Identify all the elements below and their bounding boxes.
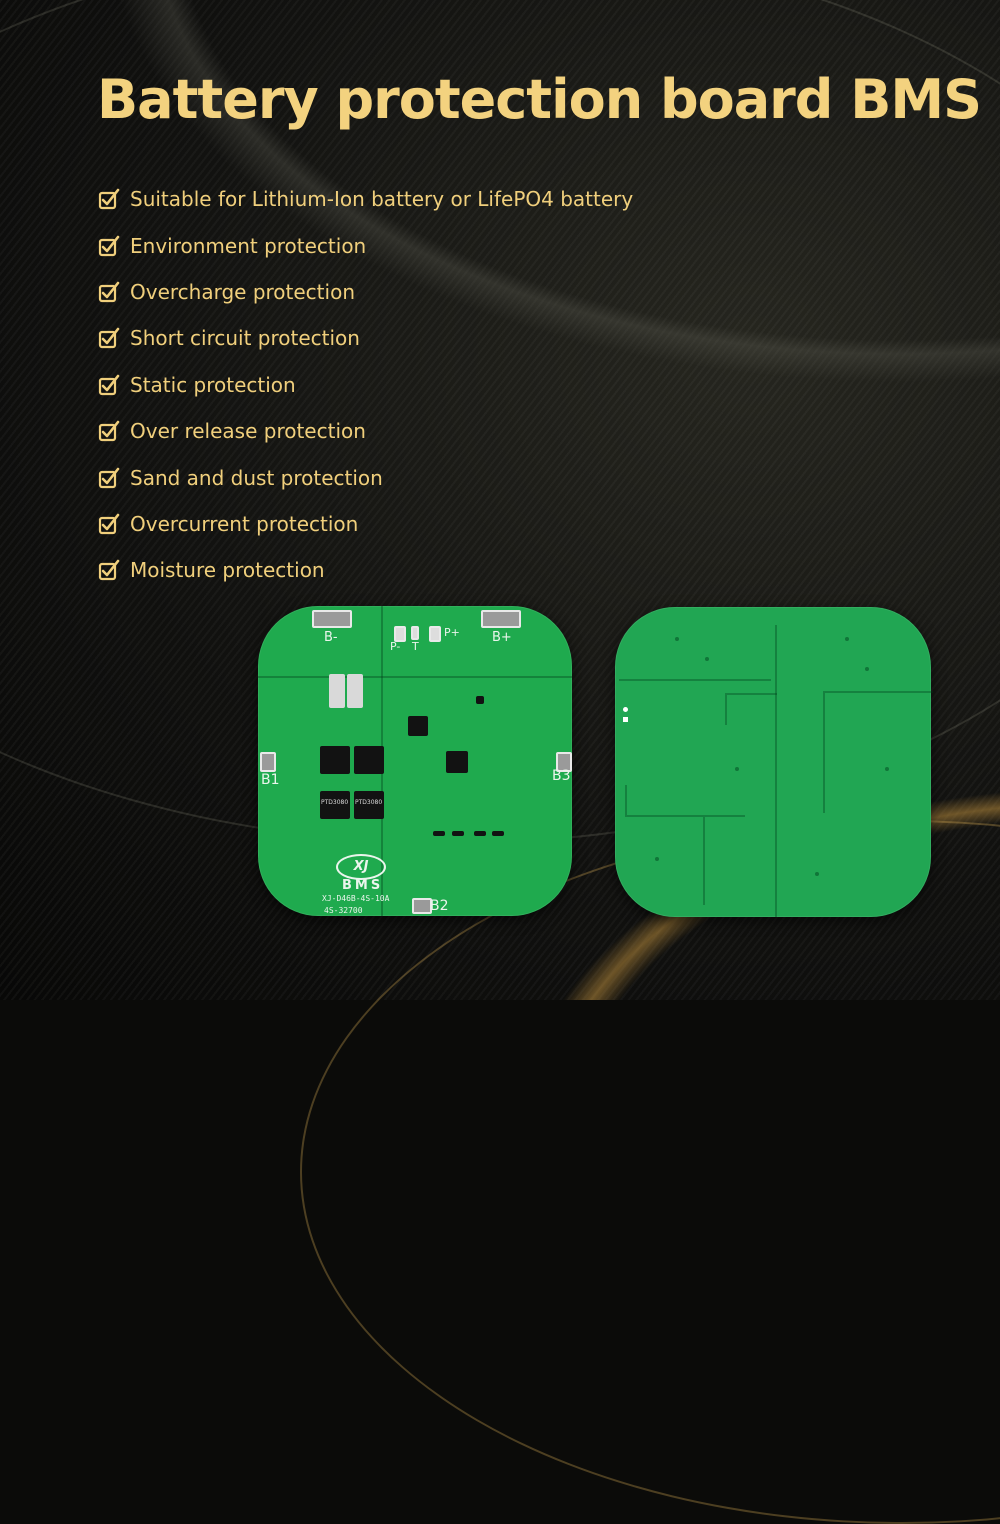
- via: [885, 767, 889, 771]
- feature-text: Moisture protection: [130, 558, 325, 583]
- ic-chip: [446, 751, 468, 773]
- shunt-resistor: [329, 674, 345, 708]
- pad-t: [411, 626, 419, 640]
- label-b3: B3: [552, 768, 571, 784]
- label-t: T: [412, 640, 419, 653]
- diode-chip: [408, 716, 428, 736]
- xj-logo: XJ: [336, 854, 386, 880]
- transistor-chip: [476, 696, 484, 704]
- via: [735, 767, 739, 771]
- pcb-trace: [703, 817, 705, 905]
- pad-b-minus: [312, 610, 352, 628]
- pad-b-plus: [481, 610, 521, 628]
- feature-text: Static protection: [130, 372, 296, 397]
- feature-item: Environment protection: [98, 222, 633, 268]
- checkbox-checked-icon: [98, 420, 120, 442]
- checkbox-checked-icon: [98, 560, 120, 581]
- feature-text: Short circuit protection: [130, 326, 360, 351]
- mosfet-chip: [320, 746, 350, 774]
- checkbox-checked-icon: [98, 188, 120, 210]
- feature-text: Suitable for Lithium-Ion battery or Life…: [130, 187, 634, 212]
- pcb-trace: [823, 691, 933, 813]
- feature-list: Suitable for Lithium-Ion battery or Life…: [98, 176, 633, 594]
- feature-item: Sand and dust protection: [98, 454, 633, 500]
- feature-item: Short circuit protection: [98, 315, 633, 361]
- feature-item: Moisture protection: [98, 547, 633, 593]
- via: [865, 667, 869, 671]
- feature-item: Static protection: [98, 362, 633, 408]
- pcb-trace: [775, 625, 777, 917]
- feature-text: Sand and dust protection: [130, 465, 383, 490]
- label-b1: B1: [261, 772, 280, 788]
- checkbox-checked-icon: [98, 281, 120, 303]
- checkbox-checked-icon: [98, 328, 120, 349]
- checkbox-checked-icon: [98, 513, 120, 535]
- feature-text: Overcharge protection: [130, 279, 355, 304]
- feature-text: Overcurrent protection: [130, 511, 359, 536]
- pcb-trace: [383, 676, 572, 678]
- transistor-chip: [474, 831, 486, 836]
- pad-p-minus: [394, 626, 406, 642]
- feature-item: Overcharge protection: [98, 269, 633, 315]
- pcb-trace: [725, 693, 777, 725]
- pad-p-plus: [429, 626, 441, 642]
- mosfet-chip: [354, 746, 384, 774]
- label-p-plus: P+: [444, 626, 460, 639]
- pcb-trace: [258, 676, 383, 678]
- pcb-trace: [625, 785, 745, 817]
- page-title: Battery protection board BMS: [97, 68, 982, 131]
- via: [675, 637, 679, 641]
- pad-b1: [260, 752, 276, 772]
- pcb-trace: [619, 679, 771, 681]
- label-b-minus: B-: [324, 630, 338, 645]
- label-p-minus: P-: [390, 640, 401, 653]
- via: [815, 872, 819, 876]
- variant-label: 4S-32700: [324, 906, 363, 915]
- brand-label: BMS: [342, 878, 384, 893]
- feature-item: Suitable for Lithium-Ion battery or Life…: [98, 176, 633, 222]
- transistor-chip: [433, 831, 445, 836]
- test-point: [623, 707, 628, 712]
- feature-text: Over release protection: [130, 419, 366, 444]
- model-label: XJ-D46B-4S-10A: [322, 894, 390, 903]
- via: [655, 857, 659, 861]
- mosfet-label: PTD3080: [355, 799, 383, 806]
- pad-b2: [412, 898, 432, 914]
- checkbox-checked-icon: [98, 374, 120, 395]
- checkbox-checked-icon: [98, 467, 120, 488]
- shunt-resistor: [347, 674, 363, 708]
- test-point: [623, 717, 628, 722]
- pcb-front-image: B- B+ P- T P+ B1 B3 B2 PTD3080 PTD3080 X…: [258, 606, 572, 916]
- mosfet-chip: PTD3080: [320, 791, 350, 819]
- feature-text: Environment protection: [130, 233, 367, 258]
- transistor-chip: [492, 831, 504, 836]
- pcb-back-image: [615, 607, 933, 917]
- mosfet-label: PTD3080: [321, 799, 349, 806]
- transistor-chip: [452, 831, 464, 836]
- feature-item: Overcurrent protection: [98, 501, 633, 547]
- checkbox-checked-icon: [98, 235, 120, 256]
- feature-item: Over release protection: [98, 408, 633, 454]
- mosfet-chip: PTD3080: [354, 791, 384, 819]
- pad-b3: [556, 752, 572, 772]
- via: [705, 657, 709, 661]
- label-b2: B2: [430, 898, 449, 914]
- label-b-plus: B+: [492, 630, 512, 645]
- via: [845, 637, 849, 641]
